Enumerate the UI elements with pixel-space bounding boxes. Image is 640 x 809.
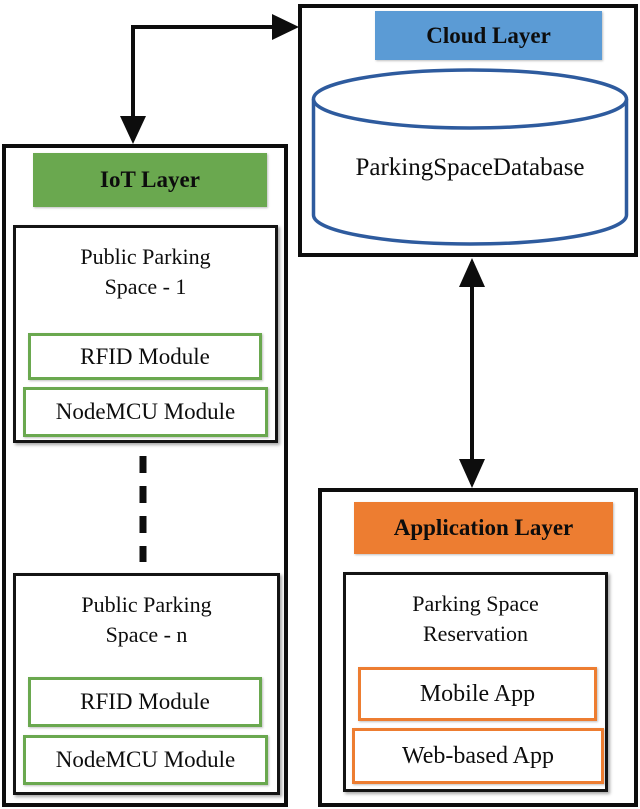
rfid-module-label: RFID Module [80,343,210,369]
rfid-module-box: RFID Module [28,677,262,727]
public-parking-space-n-title: Public Parking Space - n [16,590,277,649]
nodemcu-module-box: NodeMCU Module [23,387,268,437]
iot-cloud-arrow [120,14,299,144]
nodemcu-module-label: NodeMCU Module [55,747,236,772]
iot-layer-box: IoT Layer Public Parking Space - 1 RFID … [2,144,288,807]
title-line: Space - n [105,621,188,647]
nodemcu-module-box: NodeMCU Module [23,735,268,785]
mobile-app-box: Mobile App [358,667,597,721]
rfid-module-label: RFID Module [80,689,210,714]
public-parking-space-n-box: Public Parking Space - n RFID Module Nod… [13,573,280,795]
web-based-app-label: Web-based App [401,742,555,769]
parking-space-reservation-title: Parking Space Reservation [346,589,605,648]
cloud-application-arrow [459,258,485,488]
title-line: Public Parking [81,592,212,617]
title-line: Reservation [422,620,529,646]
title-line: Public Parking [80,244,211,269]
nodemcu-module-label: NodeMCU Module [55,399,236,424]
cloud-layer-box: Cloud Layer ParkingSpaceDatabase [298,4,638,257]
public-parking-space-1-box: Public Parking Space - 1 RFID Module Nod… [13,225,278,443]
public-parking-space-1-title: Public Parking Space - 1 [16,242,275,301]
database-cylinder [311,68,629,246]
application-layer-header: Application Layer [354,502,613,554]
application-layer-title: Application Layer [393,515,574,540]
iot-layer-title: IoT Layer [100,167,200,192]
title-line: Parking Space [412,591,539,616]
title-line: Space - 1 [104,273,187,299]
iot-layer-header: IoT Layer [33,153,267,207]
web-based-app-box: Web-based App [352,728,604,784]
mobile-app-label: Mobile App [419,680,536,707]
cloud-layer-header: Cloud Layer [375,11,602,60]
cloud-layer-title: Cloud Layer [426,22,551,48]
application-layer-box: Application Layer Parking Space Reservat… [318,488,638,807]
database-label: ParkingSpaceDatabase [355,154,585,181]
rfid-module-box: RFID Module [28,333,262,380]
parking-space-reservation-box: Parking Space Reservation Mobile App Web… [343,572,608,792]
